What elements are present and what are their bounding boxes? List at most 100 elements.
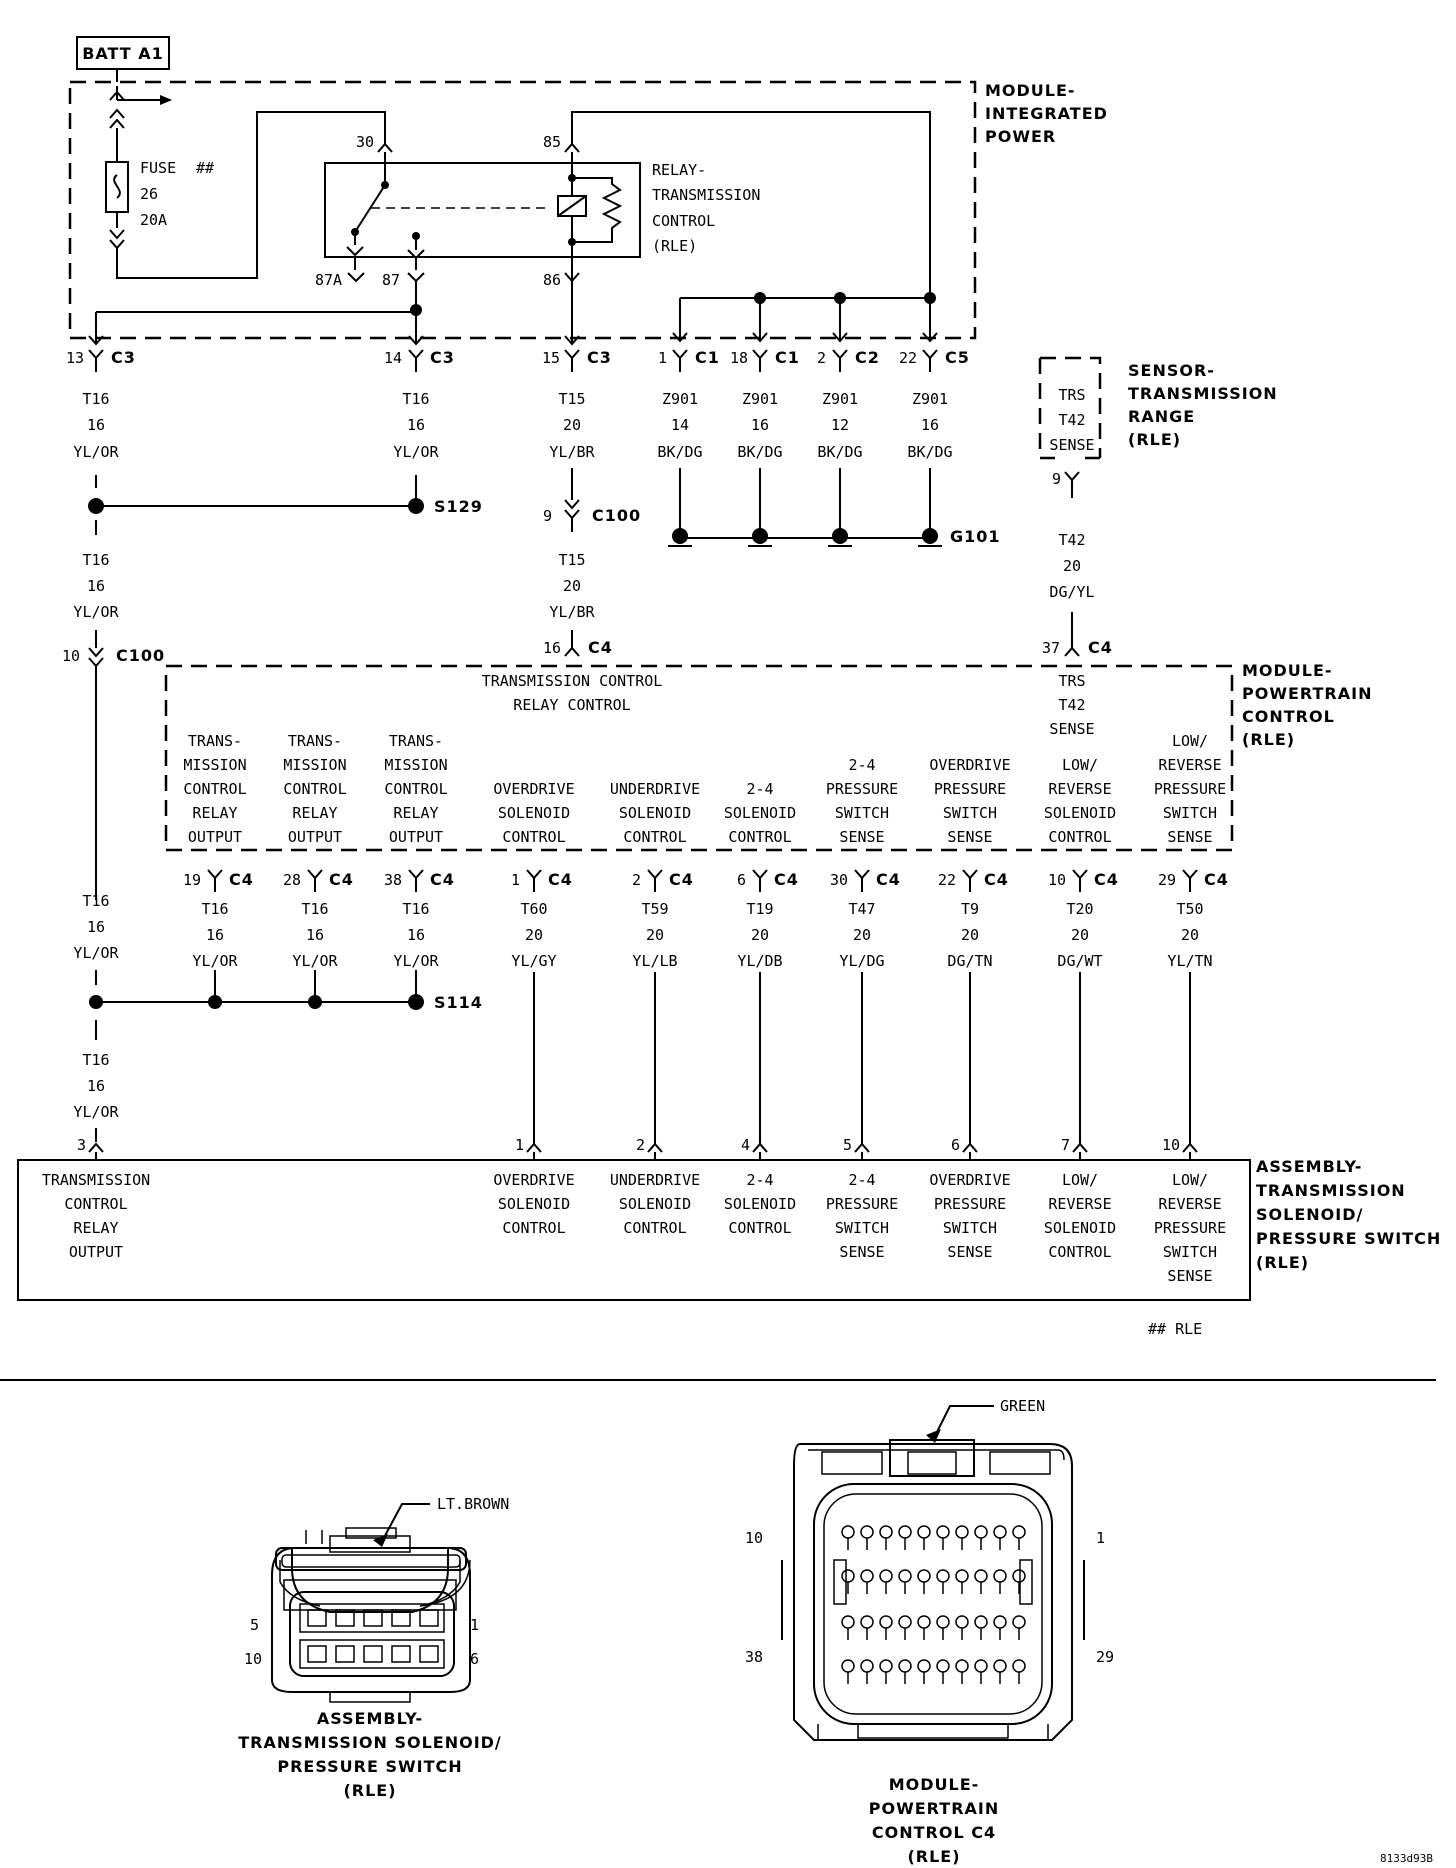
svg-text:T59: T59 bbox=[641, 900, 668, 918]
svg-text:T16: T16 bbox=[402, 390, 429, 408]
top-connector-13-c3: 13 C3 T16 16 YL/OR bbox=[66, 348, 135, 461]
pin-cavity bbox=[974, 1525, 988, 1539]
conn2-pin-label: 38 bbox=[745, 1648, 763, 1666]
svg-text:20: 20 bbox=[1181, 926, 1199, 944]
svg-text:SOLENOID: SOLENOID bbox=[724, 804, 796, 822]
pcm-c4-label: C4 bbox=[588, 638, 613, 657]
splice-s129-label: S129 bbox=[434, 497, 483, 516]
svg-text:REVERSE: REVERSE bbox=[1158, 756, 1221, 774]
connector-pcm-c4-icon bbox=[781, 1439, 1085, 1741]
assembly-box bbox=[17, 1159, 1251, 1301]
relay-box bbox=[324, 162, 641, 258]
pin-cavity bbox=[898, 1615, 912, 1629]
c100-mid-connector: 9 C100 T15 20 YL/BR bbox=[543, 499, 640, 621]
pcm-c4-pin-37: 37 bbox=[1042, 639, 1060, 657]
pin-cavity bbox=[955, 1659, 969, 1673]
svg-text:TRANS-: TRANS- bbox=[389, 732, 443, 750]
svg-text:CONTROL: CONTROL bbox=[1048, 1243, 1111, 1261]
svg-text:CONTROL: CONTROL bbox=[64, 1195, 127, 1213]
svg-text:T16: T16 bbox=[82, 1051, 109, 1069]
svg-text:CONTROL C4: CONTROL C4 bbox=[872, 1823, 996, 1842]
svg-text:7: 7 bbox=[1061, 1136, 1070, 1154]
svg-text:T42: T42 bbox=[1058, 531, 1085, 549]
svg-text:SOLENOID: SOLENOID bbox=[1044, 804, 1116, 822]
svg-text:PRESSURE: PRESSURE bbox=[1154, 1219, 1226, 1237]
svg-text:SWITCH: SWITCH bbox=[943, 1219, 997, 1237]
svg-text:Z901: Z901 bbox=[912, 390, 948, 408]
svg-text:16: 16 bbox=[87, 1077, 105, 1095]
svg-text:20: 20 bbox=[961, 926, 979, 944]
svg-text:(RLE): (RLE) bbox=[907, 1847, 960, 1866]
pin-cavity bbox=[1012, 1569, 1026, 1583]
svg-text:YL/BR: YL/BR bbox=[549, 603, 595, 621]
svg-text:6: 6 bbox=[737, 871, 746, 889]
svg-text:T16: T16 bbox=[201, 900, 228, 918]
svg-text:9: 9 bbox=[543, 507, 552, 525]
svg-text:SOLENOID/: SOLENOID/ bbox=[1256, 1205, 1363, 1224]
left-wire-bottom-label: T16 16 YL/OR bbox=[73, 1051, 119, 1121]
svg-text:TRS: TRS bbox=[1058, 386, 1085, 404]
conn1-pin-label: 1 bbox=[470, 1616, 479, 1634]
svg-text:##: ## bbox=[196, 159, 214, 177]
conn1-caption: ASSEMBLY- TRANSMISSION SOLENOID/ PRESSUR… bbox=[238, 1709, 501, 1800]
ground-g101-label: G101 bbox=[950, 527, 1001, 546]
pin-cavity bbox=[1012, 1525, 1026, 1539]
svg-text:PRESSURE: PRESSURE bbox=[826, 1195, 898, 1213]
svg-text:T47: T47 bbox=[848, 900, 875, 918]
svg-text:13: 13 bbox=[66, 349, 84, 367]
svg-text:T16: T16 bbox=[82, 551, 109, 569]
svg-text:POWER: POWER bbox=[985, 127, 1056, 146]
svg-text:SENSE: SENSE bbox=[1049, 720, 1094, 738]
svg-text:10: 10 bbox=[1162, 1136, 1180, 1154]
svg-text:POWERTRAIN: POWERTRAIN bbox=[1242, 684, 1372, 703]
pcm-box bbox=[164, 664, 1234, 852]
svg-text:YL/OR: YL/OR bbox=[73, 443, 119, 461]
svg-text:RELAY: RELAY bbox=[73, 1219, 118, 1237]
svg-text:MISSION: MISSION bbox=[384, 756, 447, 774]
batt-label: BATT A1 bbox=[82, 44, 164, 63]
svg-text:2-4: 2-4 bbox=[746, 780, 773, 798]
svg-text:Z901: Z901 bbox=[662, 390, 698, 408]
svg-text:2: 2 bbox=[632, 871, 641, 889]
svg-text:1: 1 bbox=[511, 871, 520, 889]
svg-text:BK/DG: BK/DG bbox=[657, 443, 702, 461]
pin-cavity bbox=[1012, 1659, 1026, 1673]
svg-text:OUTPUT: OUTPUT bbox=[188, 828, 242, 846]
sensor-trs-pin: 9 bbox=[1052, 470, 1061, 488]
svg-text:16: 16 bbox=[407, 416, 425, 434]
svg-text:MODULE-: MODULE- bbox=[889, 1775, 980, 1794]
pin-cavity bbox=[955, 1525, 969, 1539]
svg-text:16: 16 bbox=[407, 926, 425, 944]
pin-cavity bbox=[955, 1615, 969, 1629]
svg-text:SOLENOID: SOLENOID bbox=[619, 804, 691, 822]
svg-text:C4: C4 bbox=[984, 870, 1009, 889]
svg-text:SENSOR-: SENSOR- bbox=[1128, 361, 1215, 380]
svg-text:SENSE: SENSE bbox=[839, 1243, 884, 1261]
svg-text:REVERSE: REVERSE bbox=[1048, 780, 1111, 798]
pin-cavity bbox=[936, 1615, 950, 1629]
pin-cavity bbox=[879, 1659, 893, 1673]
svg-text:C3: C3 bbox=[430, 348, 455, 367]
pin-cavity bbox=[1012, 1615, 1026, 1629]
svg-text:CONTROL: CONTROL bbox=[652, 212, 715, 230]
svg-text:REVERSE: REVERSE bbox=[1048, 1195, 1111, 1213]
conn2-color-label: GREEN bbox=[1000, 1397, 1045, 1415]
svg-text:22: 22 bbox=[899, 349, 917, 367]
top-connector-15-c3: 15 C3 T15 20 YL/BR bbox=[542, 348, 611, 461]
svg-text:PRESSURE SWITCH: PRESSURE SWITCH bbox=[1256, 1229, 1441, 1248]
svg-text:C5: C5 bbox=[945, 348, 970, 367]
top-connector-2-c2: 2 C2 Z901 12 BK/DG bbox=[817, 348, 879, 461]
arrow-icon bbox=[160, 95, 172, 105]
svg-text:C100: C100 bbox=[116, 646, 165, 665]
svg-text:SENSE: SENSE bbox=[947, 1243, 992, 1261]
svg-text:28: 28 bbox=[283, 871, 301, 889]
